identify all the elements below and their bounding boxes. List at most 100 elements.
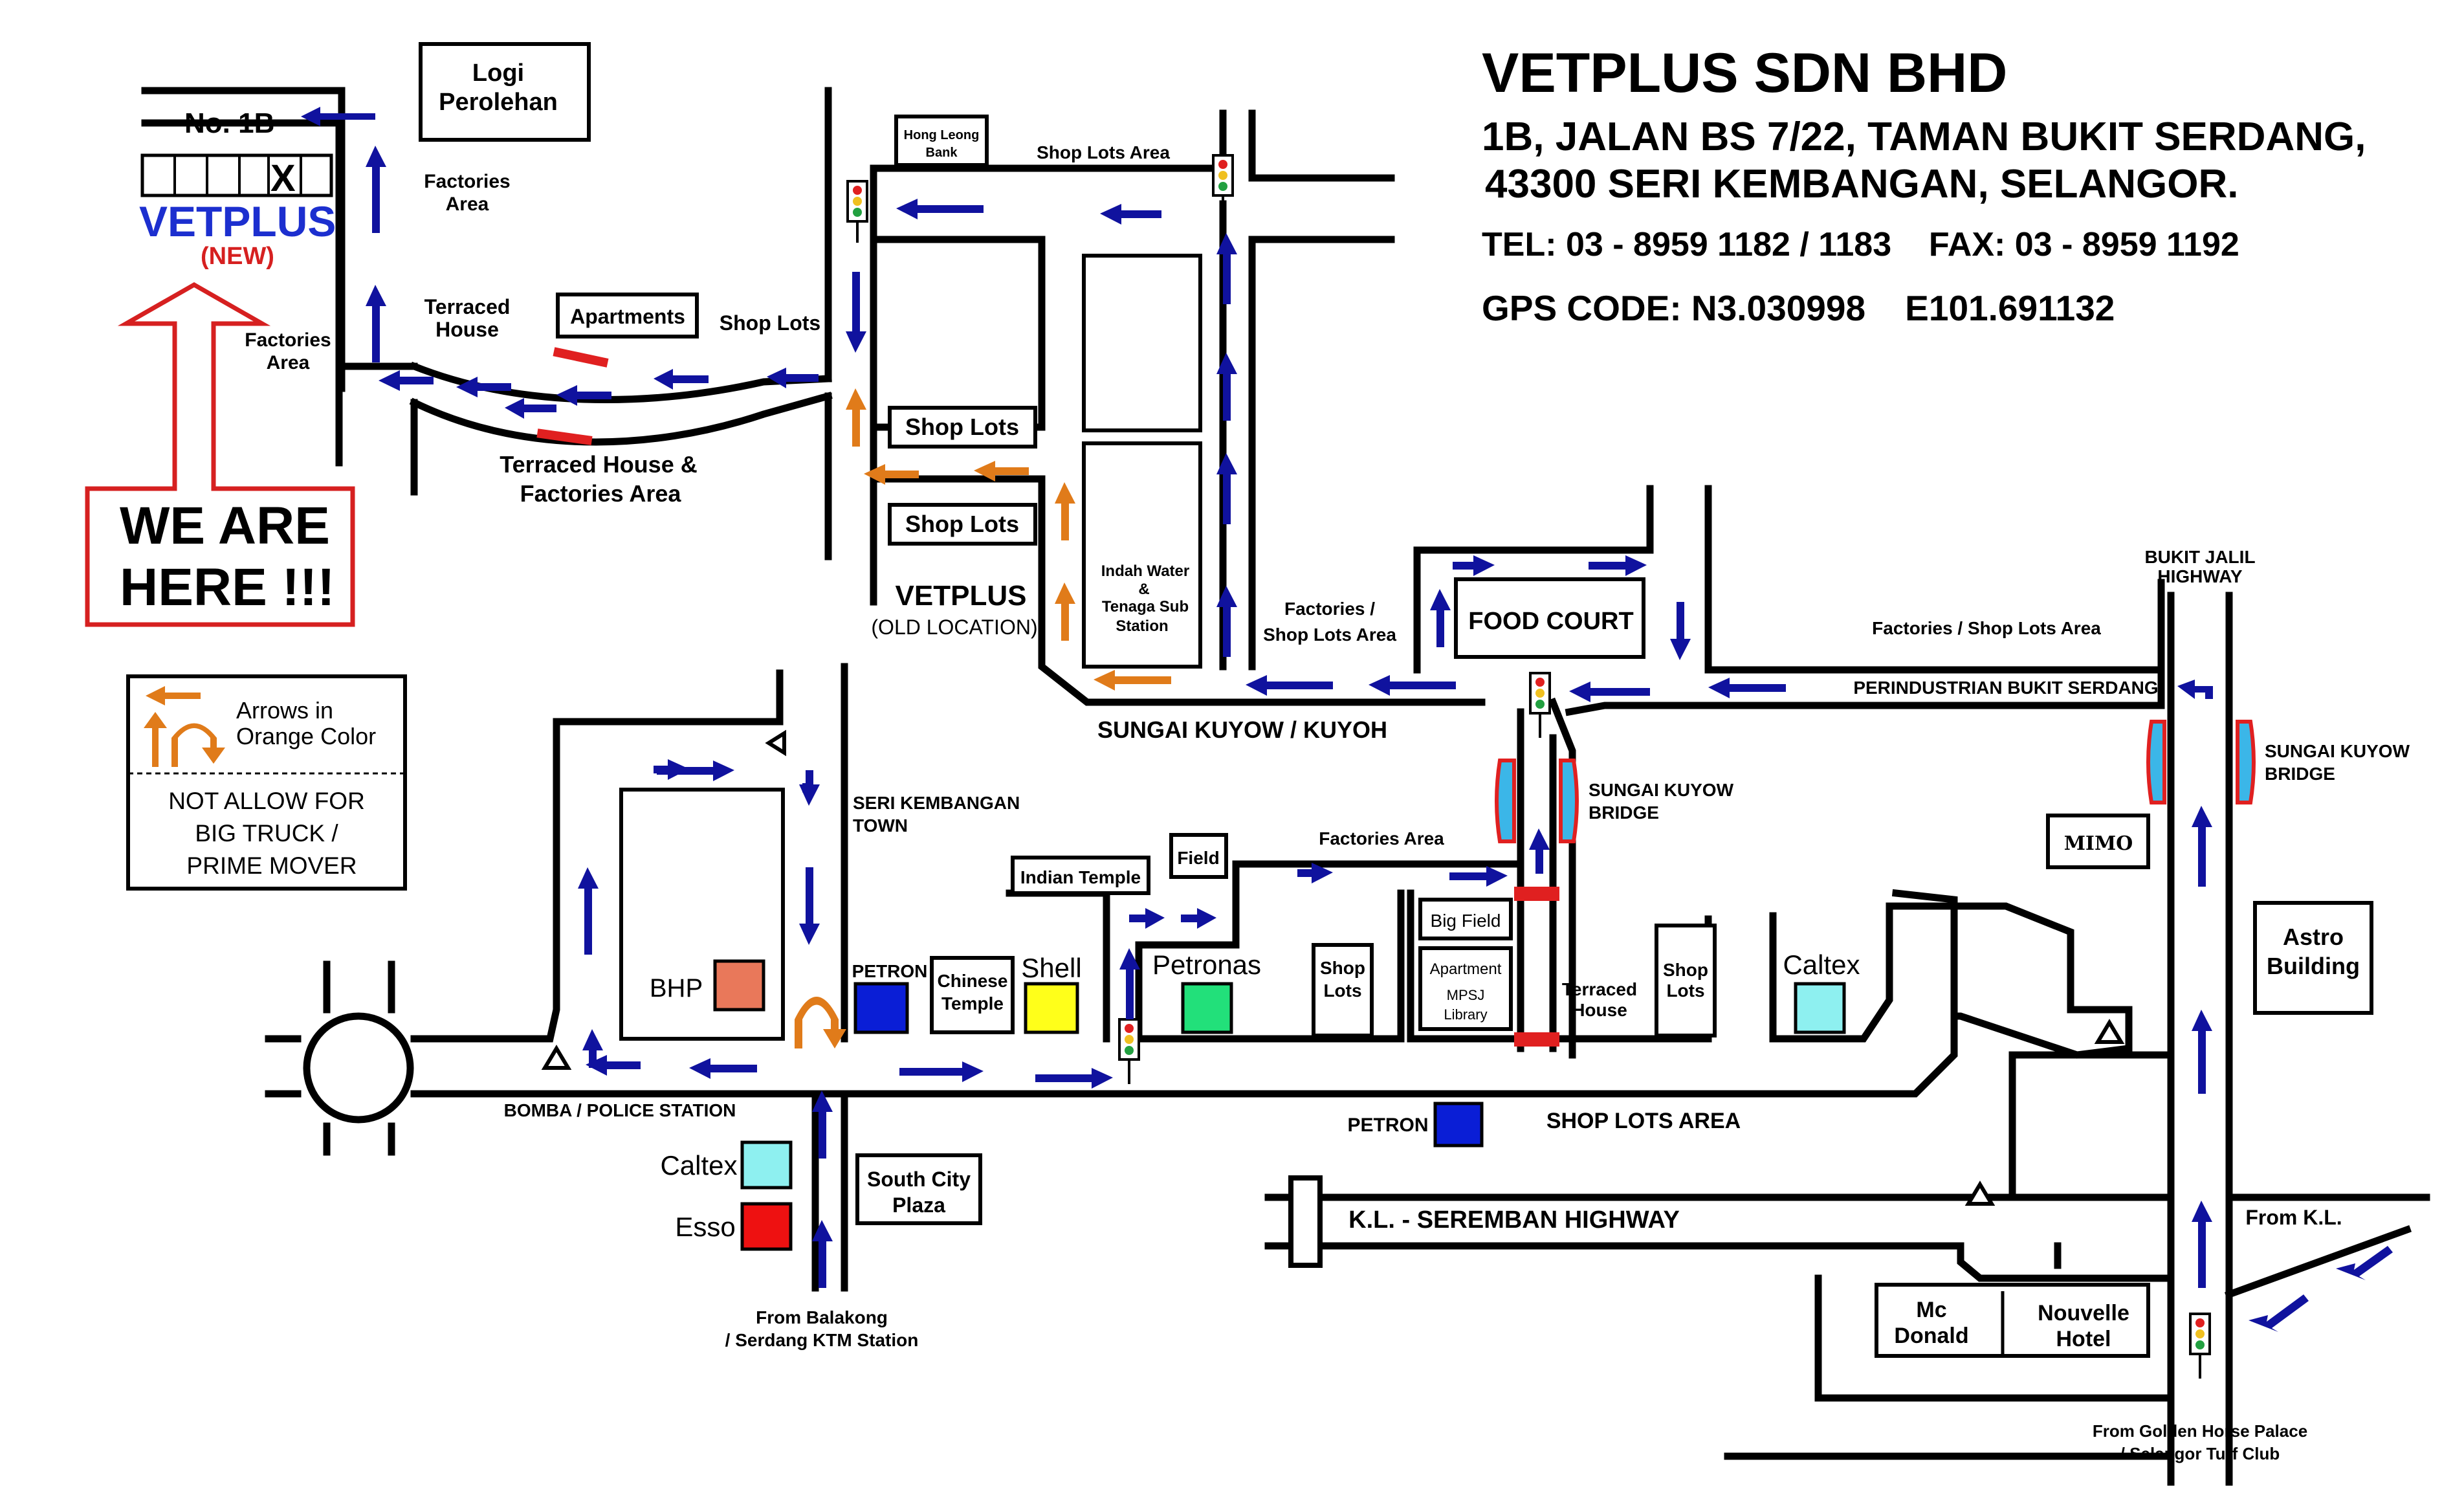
arrow-left-icon (556, 385, 611, 406)
mcdonald-nouvelle-box (1875, 1283, 2150, 1358)
brand-new: VETPLUS (139, 197, 336, 245)
traffic-light-icon (1212, 154, 1234, 217)
legend-box (126, 674, 407, 891)
orange-uturn-arrow-icon (171, 723, 225, 767)
shop-lots-mid-2: Lots (1323, 981, 1361, 1001)
roundabout (303, 1012, 414, 1124)
seri-kembangan-1: SERI KEMBANGAN (853, 793, 1020, 813)
arrow-up-icon (812, 1220, 833, 1288)
bridge-left-b (1559, 759, 1579, 843)
kl-seremban-label: K.L. - SEREMBAN HIGHWAY (1348, 1206, 1680, 1234)
road-shoplots-bottom (870, 475, 1046, 554)
arrow-down-icon (1670, 602, 1691, 660)
esso-marker (740, 1202, 793, 1251)
callout-line-2: HERE !!! (120, 558, 335, 617)
traffic-lights (846, 154, 2211, 1379)
arrow-left-icon (379, 370, 434, 391)
arrow-right-icon (1035, 1068, 1113, 1089)
arrow-up-icon (578, 867, 599, 955)
arrow-up-icon (1216, 453, 1237, 524)
arrow-right-icon (1181, 908, 1216, 929)
bridge-bar-bottom (1514, 1032, 1559, 1047)
tel-fax: TEL: 03 - 8959 1182 / 1183 FAX: 03 - 895… (1482, 226, 2239, 263)
arrow-left-icon (689, 1058, 757, 1079)
orange-up-arrow-icon (1055, 582, 1075, 641)
terraced-house-2: House (435, 318, 499, 341)
caltex-left-label: Caltex (660, 1150, 737, 1181)
orange-up-arrow-icon (846, 388, 866, 447)
petron-bottom-marker (1433, 1102, 1484, 1148)
seri-kembangan-2: TOWN (853, 815, 908, 836)
petron-left-label: PETRON (852, 961, 928, 981)
unit-number: No. 1B (184, 107, 274, 139)
traffic-light-icon (846, 180, 868, 243)
block-upper (1082, 254, 1202, 432)
road-network (141, 87, 2430, 1486)
arrow-up-icon (812, 1091, 833, 1159)
apartments-label: Apartments (570, 305, 685, 328)
orange-uturn-arrow-icon (795, 997, 846, 1048)
bukit-jalil-1: BUKIT JALIL (2144, 547, 2255, 567)
shop-lots-mid-box (1312, 943, 1374, 1037)
road-main-horizontal (410, 889, 1958, 1098)
terraced-house-1: Terraced (424, 295, 511, 318)
indah-3: Tenaga Sub (1102, 598, 1189, 615)
mcdonald-2: Donald (1894, 1324, 1968, 1348)
shop-units-row: X (140, 153, 333, 199)
arrow-right-icon (1297, 863, 1333, 883)
shop-lots-box-1 (888, 406, 1037, 449)
arrow-up-icon (1529, 828, 1550, 874)
from-kl-label: From K.L. (2245, 1206, 2342, 1229)
triangle-marker-icon (541, 1045, 572, 1070)
arrow-up-icon (1216, 353, 1237, 421)
arrow-down-icon (799, 867, 820, 945)
shop-lots-right-2: Lots (1666, 981, 1704, 1001)
from-balakong-1: From Balakong (756, 1307, 888, 1327)
road-from-kl-2 (2224, 1225, 2412, 1300)
logi-label-2: Perolehan (439, 89, 558, 116)
astro-1: Astro (2283, 924, 2344, 950)
header-block: VETPLUS SDN BHD 1B, JALAN BS 7/22, TAMAN… (1482, 42, 2366, 328)
sk-bridge-2b: BRIDGE (2265, 764, 2335, 784)
mpsj-2: Library (1444, 1006, 1487, 1023)
bhp-marker (713, 959, 765, 1012)
orange-left-arrow-icon (146, 686, 201, 705)
traffic-light-icon (1529, 672, 1551, 738)
astro-box (2253, 901, 2373, 1015)
bukit-jalil-2: HIGHWAY (2157, 566, 2243, 586)
arrow-up-icon (1119, 948, 1140, 1019)
terraced-factories-1: Terraced House & (500, 451, 697, 478)
bridge-left-a (1495, 759, 1516, 843)
sk-bridge-1b: BRIDGE (1589, 803, 1659, 823)
arrow-up-left-icon (2177, 680, 2213, 699)
factories-area-2a: Factories (245, 329, 331, 351)
nouvelle-1: Nouvelle (2038, 1301, 2129, 1325)
terraced-house-mid-2: House (1572, 1000, 1627, 1020)
sk-bridge-1a: SUNGAI KUYOW (1589, 780, 1734, 800)
perindustrian: PERINDUSTRIAN BUKIT SERDANG (1853, 678, 2158, 698)
bridge-right-a (2146, 720, 2166, 804)
legend-line-1: Arrows in (236, 697, 333, 724)
arrow-left-icon (1708, 678, 1786, 698)
south-city-1: South City (867, 1168, 971, 1191)
legend-note-2: BIG TRUCK / (195, 820, 338, 847)
petronas-marker (1181, 982, 1233, 1034)
shop-lots-mid-1: Shop (1320, 958, 1365, 978)
orange-arrows (795, 388, 1171, 1048)
food-court-box (1454, 577, 1645, 659)
arrow-left-icon (586, 1055, 641, 1076)
hong-leong-2: Bank (926, 146, 958, 160)
factories-area-1a: Factories (424, 171, 510, 192)
traffic-light-icon (2189, 1313, 2211, 1379)
factories-area-mid: Factories Area (1319, 828, 1444, 848)
arrow-right-icon (1129, 908, 1165, 929)
callout-line-1: WE ARE (120, 496, 330, 555)
big-field-label: Big Field (1431, 911, 1501, 931)
road-food-court-left (1413, 485, 1654, 674)
arrow-diagonal-icon (2336, 1246, 2393, 1280)
indah-1: Indah Water (1101, 562, 1189, 580)
legend-note-1: NOT ALLOW FOR (168, 788, 365, 814)
arrow-right-icon (899, 1061, 984, 1082)
from-balakong-2: / Serdang KTM Station (725, 1330, 919, 1350)
logi-label-1: Logi (472, 60, 524, 87)
